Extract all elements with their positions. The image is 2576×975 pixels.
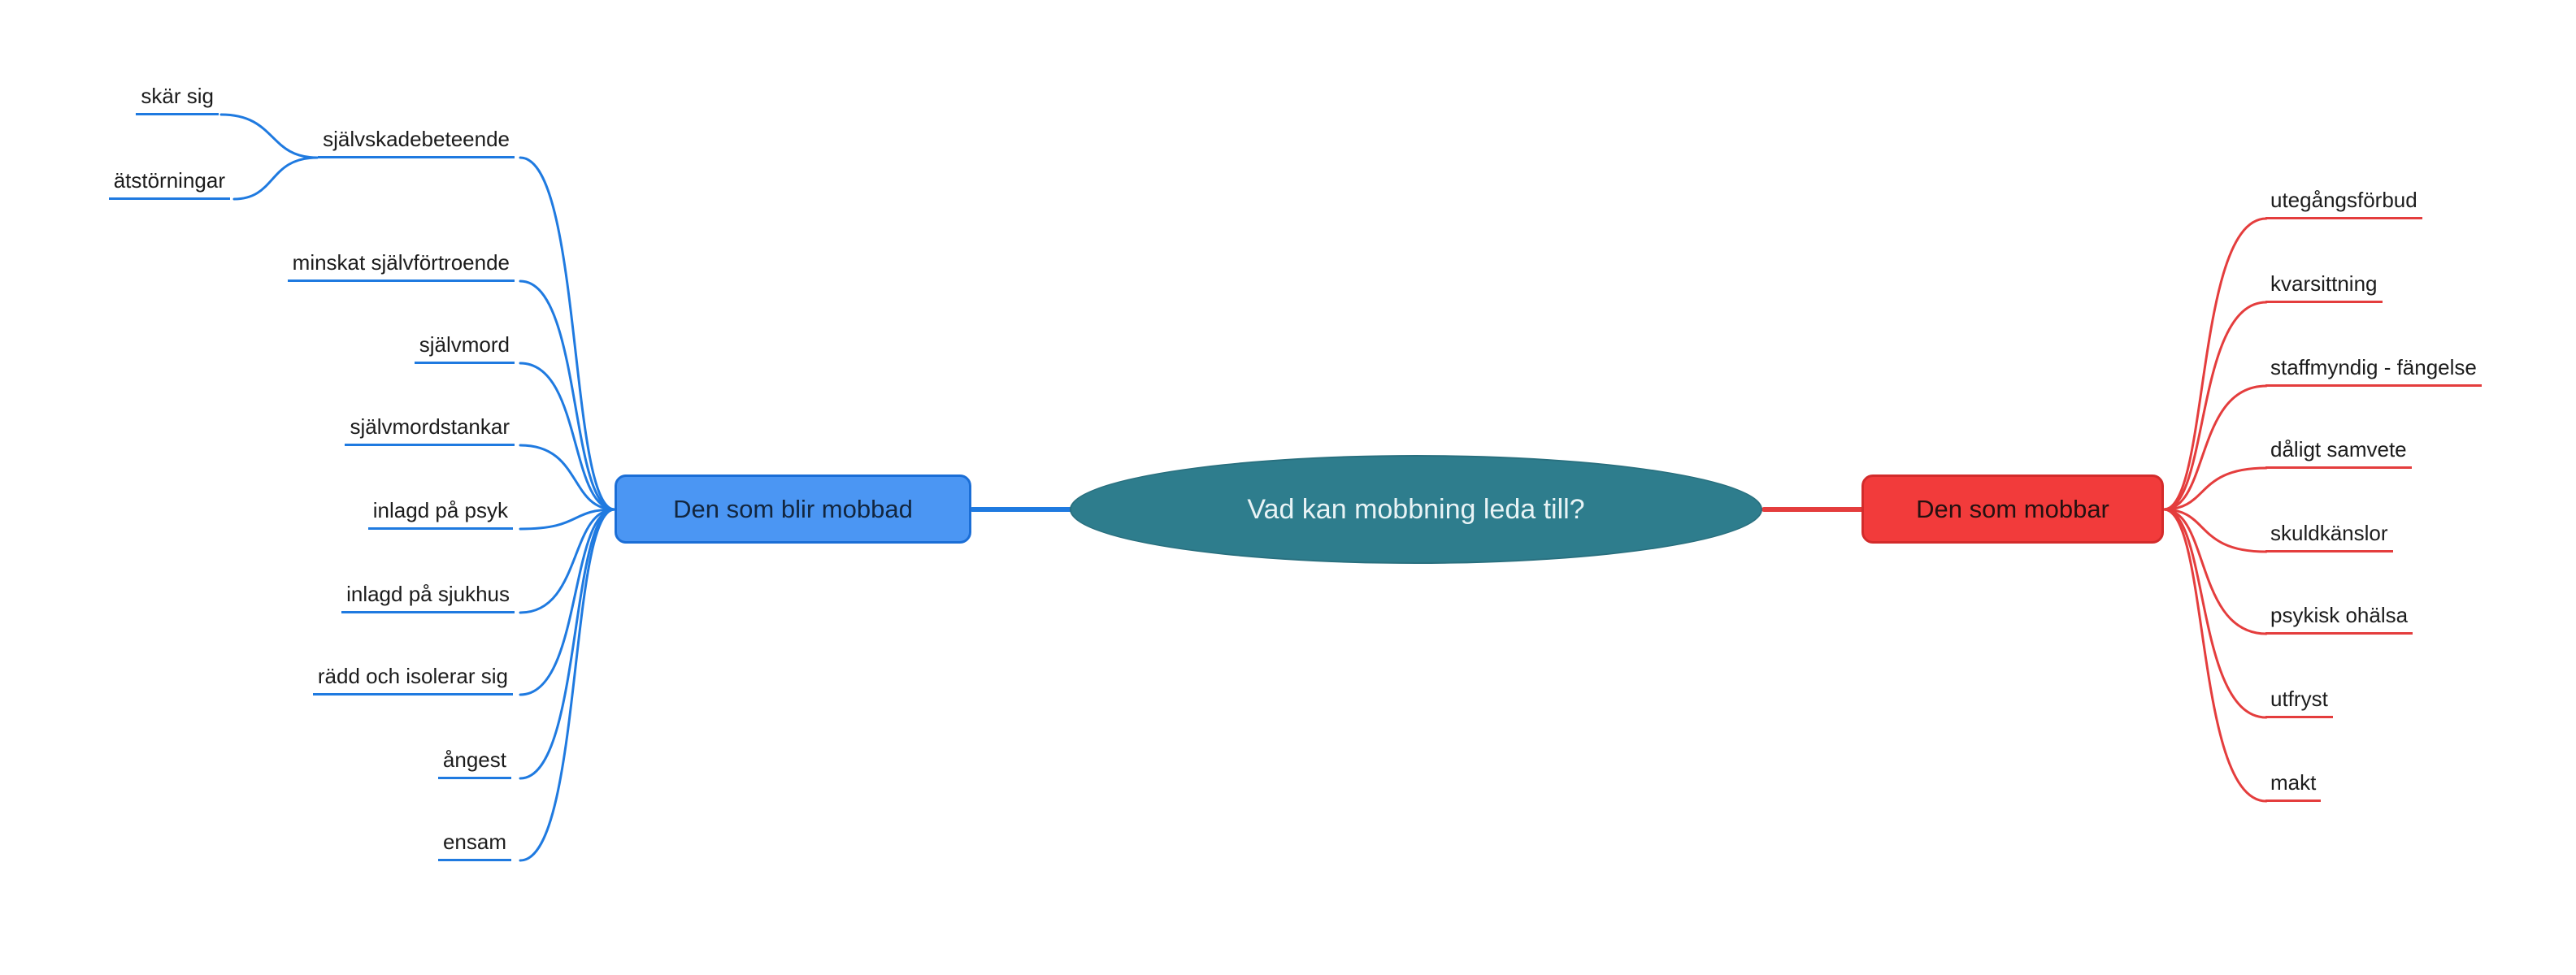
branch-curve (2162, 508, 2268, 803)
central-topic[interactable]: Vad kan mobbning leda till? (1070, 455, 1762, 564)
subtopic-sjalvmord[interactable]: självmord (414, 331, 515, 364)
branch-curve (519, 280, 616, 511)
subtopic-angest[interactable]: ångest (437, 746, 511, 779)
subtopic-kvarsittning[interactable]: kvarsittning (2265, 270, 2383, 303)
left-branch-node-label: Den som blir mobbad (673, 494, 913, 523)
branch-curve (519, 508, 616, 531)
branch-curve (219, 113, 319, 159)
left-branch-curves (219, 113, 1074, 862)
right-branch-node-label: Den som mobbar (1916, 494, 2109, 523)
branch-curve (519, 444, 616, 511)
right-branch-node[interactable]: Den som mobbar (1861, 474, 2164, 544)
subtopic-ensam[interactable]: ensam (437, 828, 511, 861)
central-topic-label: Vad kan mobbning leda till? (1247, 493, 1585, 525)
branch-curve (519, 508, 616, 862)
subtopic-sjalvskadebeteende[interactable]: självskadebeteende (318, 125, 515, 158)
branch-curve (2162, 384, 2268, 511)
branch-curve (2162, 301, 2268, 511)
branch-curve (2162, 508, 2268, 553)
subtopic-minskat-sjalvfortroende[interactable]: minskat självförtroende (287, 249, 515, 282)
subtopic-inlagd-pa-sjukhus[interactable]: inlagd på sjukhus (341, 580, 515, 613)
branch-curve (232, 156, 319, 201)
subtopic-utfryst[interactable]: utfryst (2265, 685, 2333, 718)
branch-curve (2162, 508, 2268, 635)
branch-curve (2162, 466, 2268, 511)
subtopic-radd-och-isolerar-sig[interactable]: rädd och isolerar sig (312, 662, 513, 696)
left-branch-node[interactable]: Den som blir mobbad (615, 474, 971, 544)
subtopic-skar-sig[interactable]: skär sig (136, 82, 219, 115)
subtopic-skuldkanslor[interactable]: skuldkänslor (2265, 519, 2393, 552)
subtopic-daligt-samvete[interactable]: dåligt samvete (2265, 436, 2412, 469)
branch-curve (519, 508, 616, 696)
subtopic-psykisk-ohalsa[interactable]: psykisk ohälsa (2265, 601, 2413, 635)
subtopic-staffmyndig-fangelse[interactable]: staffmyndig - fängelse (2265, 353, 2482, 387)
branch-curve (519, 156, 616, 511)
branch-curve (519, 508, 616, 614)
subtopic-atstorningar[interactable]: ätstörningar (108, 167, 230, 200)
branch-curve (2162, 508, 2268, 719)
subtopic-utegangsforbud[interactable]: utegångsförbud (2265, 186, 2422, 219)
subtopic-inlagd-pa-psyk[interactable]: inlagd på psyk (367, 496, 513, 530)
branch-curve (519, 362, 616, 511)
right-branch-curves (1761, 217, 2268, 803)
branch-curve (519, 508, 616, 780)
subtopic-makt[interactable]: makt (2265, 769, 2322, 802)
subtopic-sjalvmordstankar[interactable]: självmordstankar (345, 413, 515, 446)
branch-curve (2162, 217, 2268, 511)
